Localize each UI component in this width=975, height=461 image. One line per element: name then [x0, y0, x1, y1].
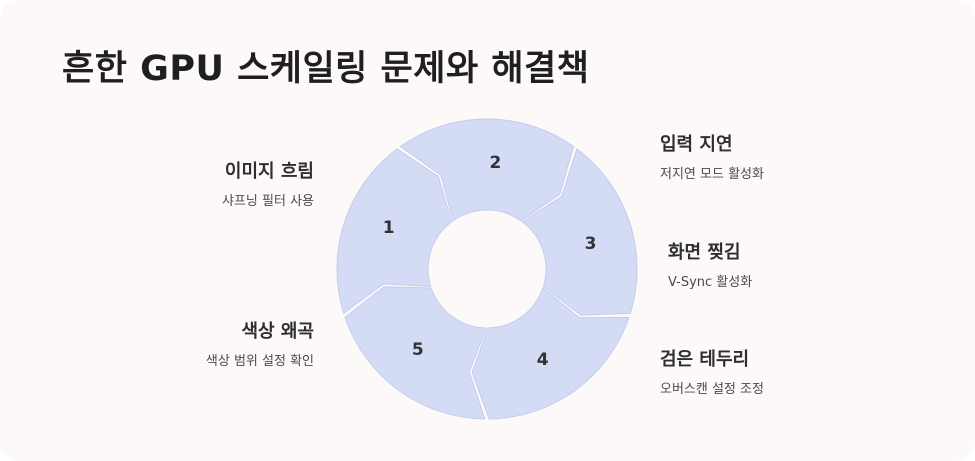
segment-4-number: 4: [537, 350, 549, 370]
ring-segment-3: [521, 148, 638, 316]
segment-5-heading: 색상 왜곡: [241, 321, 314, 342]
segment-2-heading: 입력 지연: [660, 134, 733, 155]
segment-1-description: 샤프닝 필터 사용: [222, 194, 314, 209]
label-segment-3: 화면 찢김 V-Sync 활성화: [668, 241, 752, 292]
segment-1-number: 1: [383, 218, 395, 238]
segment-4-heading: 검은 테두리: [660, 349, 750, 370]
label-segment-1: 이미지 흐림 샤프닝 필터 사용: [222, 160, 314, 211]
segment-3-number: 3: [585, 234, 597, 254]
page-title: 흔한 GPU 스케일링 문제와 해결책: [62, 49, 590, 89]
segment-2-description: 저지연 모드 활성화: [660, 167, 764, 182]
ring-segment-4: [471, 287, 630, 420]
segment-4-description: 오버스캔 설정 조정: [660, 382, 764, 397]
ring-segment-2: [400, 118, 574, 222]
segment-3-heading: 화면 찢김: [668, 242, 741, 263]
label-segment-5: 색상 왜곡 색상 범위 설정 확인: [206, 320, 314, 371]
segment-5-number: 5: [412, 340, 424, 360]
label-segment-2: 입력 지연 저지연 모드 활성화: [660, 133, 764, 184]
segment-2-number: 2: [489, 153, 501, 173]
ring-segment-5: [344, 286, 487, 420]
ring-segment-1: [336, 148, 453, 314]
segment-1-heading: 이미지 흐림: [224, 161, 314, 182]
label-segment-4: 검은 테두리 오버스캔 설정 조정: [660, 348, 764, 399]
segment-3-description: V-Sync 활성화: [668, 275, 753, 290]
segment-5-description: 색상 범위 설정 확인: [205, 354, 314, 369]
